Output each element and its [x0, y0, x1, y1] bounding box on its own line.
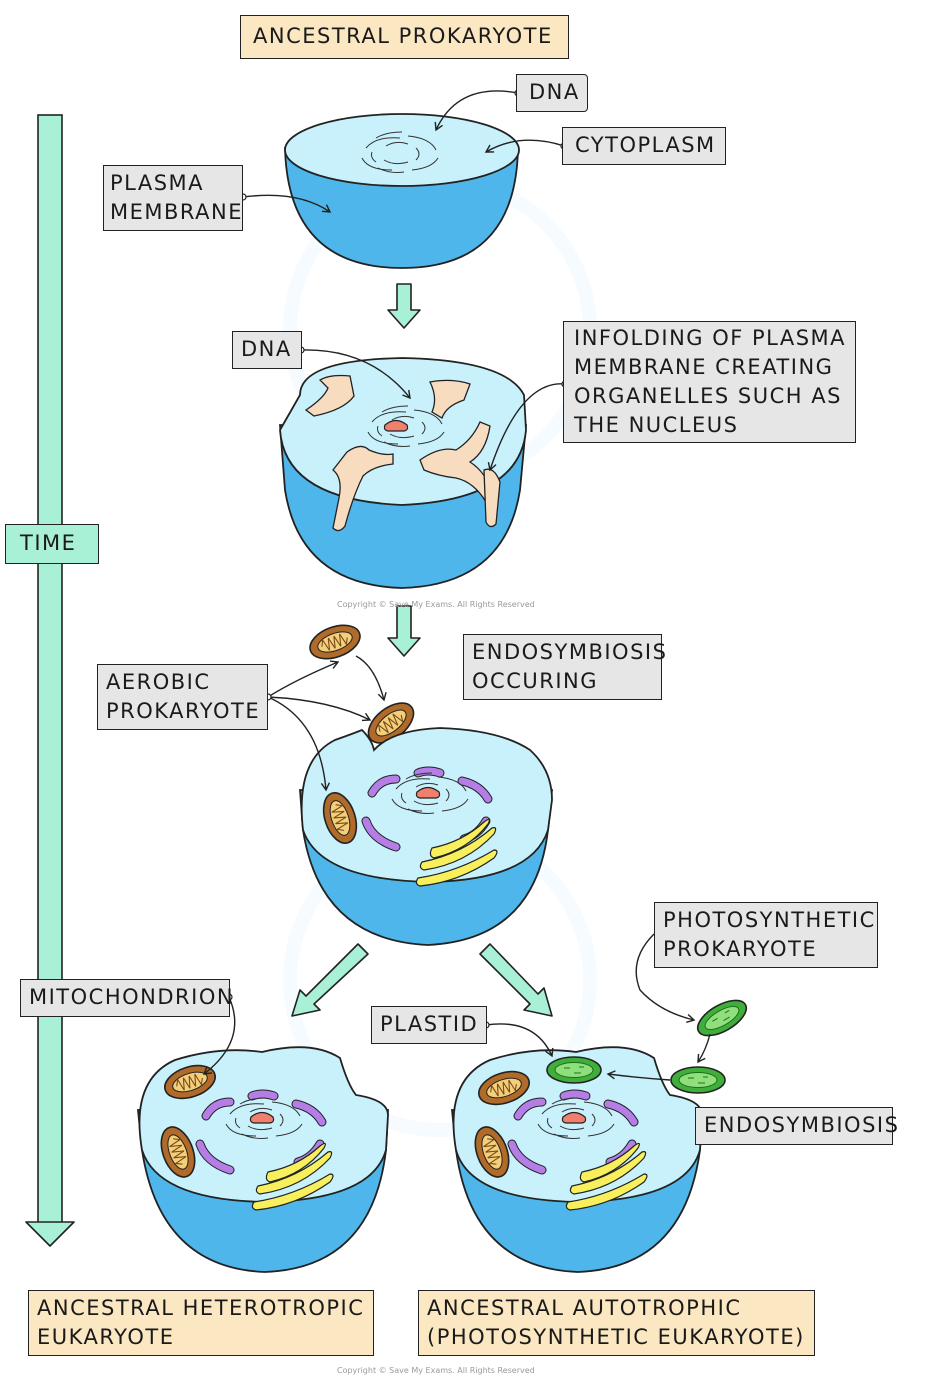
infolding-label: INFOLDING OF PLASMA MEMBRANE CREATING OR…	[563, 321, 856, 443]
dna-mid-text: DNA	[241, 337, 292, 361]
endosymbiosis-cell	[299, 727, 553, 946]
time-label: TIME	[5, 524, 99, 564]
aerobic-prokaryote-1	[304, 618, 366, 666]
endosymbiosis-label: ENDOSYMBIOSIS	[695, 1107, 898, 1145]
photosynthetic-prokaryote-label: PHOTOSYNTHETIC PROKARYOTE	[654, 902, 878, 968]
ancestral-prokaryote-text: ANCESTRAL PROKARYOTE	[253, 24, 553, 48]
down-arrow-2	[387, 605, 421, 657]
infolding-cell	[279, 357, 527, 589]
endosymbiosis-occuring-line-1: ENDOSYMBIOSIS	[472, 640, 668, 664]
mitochondrion-text: MITOCHONDRION	[29, 985, 235, 1009]
mitochondrion-label: MITOCHONDRION	[20, 979, 233, 1017]
dna-top-text: DNA	[529, 80, 580, 104]
heterotrophic-cell	[137, 1046, 389, 1273]
pointer-lines	[202, 90, 711, 1081]
copyright-bottom: Copyright © Save My Exams. All Rights Re…	[337, 1366, 535, 1375]
cytoplasm-text: CYTOPLASM	[575, 133, 716, 157]
time-arrow	[25, 114, 75, 1247]
heterotropic-line-2: EUKARYOTE	[37, 1325, 175, 1349]
diag-arrow-right	[479, 943, 553, 1017]
infolding-line-4: THE NUCLEUS	[574, 413, 739, 437]
autotrophic-eukaryote-label: ANCESTRAL AUTOTROPHIC (PHOTOSYNTHETIC EU…	[418, 1290, 815, 1356]
plastid-label: PLASTID	[371, 1006, 487, 1044]
photosynthetic-prokaryote-1	[691, 992, 753, 1044]
endosymbiosis-occuring-line-2: OCCURING	[472, 669, 598, 693]
prokaryote-cell	[284, 113, 520, 269]
photosynthetic-prokaryote-2	[670, 1066, 726, 1094]
autotrophic-line-1: ANCESTRAL AUTOTROPHIC	[427, 1296, 742, 1320]
aerobic-prokaryote-label: AEROBIC PROKARYOTE	[97, 664, 268, 730]
autotrophic-cell	[451, 1046, 703, 1273]
infolding-line-2: MEMBRANE CREATING	[574, 355, 834, 379]
plasma-membrane-line-2: MEMBRANE	[110, 200, 243, 224]
heterotropic-eukaryote-label: ANCESTRAL HETEROTROPIC EUKARYOTE	[28, 1290, 374, 1356]
ancestral-prokaryote-label: ANCESTRAL PROKARYOTE	[240, 15, 569, 59]
aerobic-line-1: AEROBIC	[106, 670, 211, 694]
infolding-line-1: INFOLDING OF PLASMA	[574, 326, 847, 350]
heterotropic-line-1: ANCESTRAL HETEROTROPIC	[37, 1296, 365, 1320]
endosymbiosis-text: ENDOSYMBIOSIS	[704, 1113, 900, 1137]
photosynthetic-line-2: PROKARYOTE	[663, 937, 818, 961]
dna-mid-label: DNA	[232, 331, 302, 369]
copyright-mid: Copyright © Save My Exams. All Rights Re…	[337, 600, 535, 609]
photosynthetic-line-1: PHOTOSYNTHETIC	[663, 908, 876, 932]
diag-arrow-left	[291, 943, 369, 1017]
dna-top-label: DNA	[516, 74, 588, 112]
time-text: TIME	[20, 531, 77, 555]
plasma-membrane-line-1: PLASMA	[110, 171, 205, 195]
infolding-line-3: ORGANELLES SUCH AS	[574, 384, 842, 408]
cytoplasm-label: CYTOPLASM	[562, 127, 726, 165]
aerobic-line-2: PROKARYOTE	[106, 699, 261, 723]
plasma-membrane-label: PLASMA MEMBRANE	[103, 165, 243, 231]
plastid-text: PLASTID	[380, 1012, 479, 1036]
down-arrow-1	[387, 283, 421, 329]
endosymbiosis-occuring-label: ENDOSYMBIOSIS OCCURING	[463, 634, 668, 700]
autotrophic-line-2: (PHOTOSYNTHETIC EUKARYOTE)	[427, 1325, 805, 1349]
